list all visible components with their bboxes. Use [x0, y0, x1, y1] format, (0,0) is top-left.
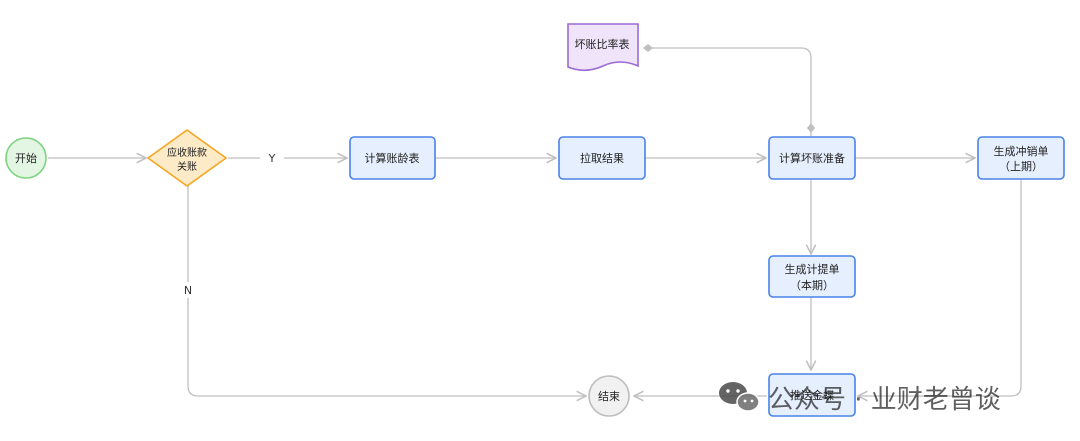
- edge-label-no: N: [184, 284, 192, 297]
- node-bad-debt-ratio-label: 坏账比率表: [575, 37, 630, 51]
- watermark: 公众号 · 业财老曾谈: [719, 382, 1001, 415]
- edge-label-yes: Y: [268, 152, 276, 165]
- node-bad-debt-prep[interactable]: 计算坏账准备: [768, 136, 856, 180]
- edge-ratio-diamond: [643, 44, 653, 52]
- node-reversal-label-line2: （上期）: [999, 160, 1043, 173]
- node-reversal-label-line1: 生成冲销单: [994, 144, 1049, 158]
- node-decision-label-line1: 应收账款: [167, 146, 207, 159]
- node-aging[interactable]: 计算账龄表: [349, 136, 436, 180]
- edge-prep-diamond: [807, 123, 815, 133]
- node-start-label: 开始: [15, 151, 37, 165]
- node-reversal[interactable]: 生成冲销单 （上期）: [977, 136, 1065, 180]
- node-bad-debt-prep-label: 计算坏账准备: [779, 151, 845, 165]
- node-bad-debt-ratio[interactable]: 坏账比率表: [567, 23, 639, 72]
- watermark-text: 公众号 · 业财老曾谈: [768, 385, 1001, 415]
- node-end-label: 结束: [598, 390, 620, 403]
- node-start[interactable]: 开始: [5, 137, 47, 179]
- node-provision-label-line1: 生成计提单: [785, 262, 840, 276]
- node-pull-result[interactable]: 拉取结果: [558, 136, 646, 180]
- edge-reversal-push: [858, 180, 1022, 396]
- node-provision-label-line2: （本期）: [790, 278, 834, 292]
- node-decision[interactable]: 应收账款 关账: [146, 129, 228, 187]
- node-aging-label: 计算账龄表: [365, 151, 420, 165]
- node-end[interactable]: 结束: [588, 375, 630, 417]
- node-decision-label-line2: 关账: [177, 160, 197, 173]
- edges: [48, 44, 1022, 396]
- edge-decision-end-lower: [187, 298, 586, 396]
- node-push-label: 推送金蝶: [790, 388, 834, 402]
- wechat-icon: [719, 382, 760, 412]
- edge-prep-ratio: [652, 47, 812, 136]
- node-pull-result-label: 拉取结果: [580, 151, 624, 165]
- node-provision[interactable]: 生成计提单 （本期）: [768, 255, 856, 298]
- node-push[interactable]: 推送金蝶: [768, 373, 856, 417]
